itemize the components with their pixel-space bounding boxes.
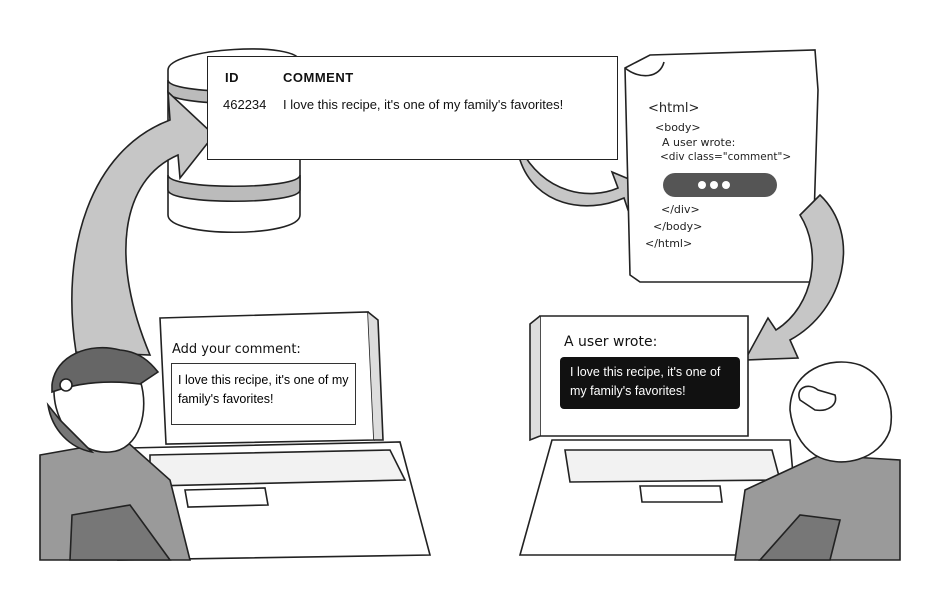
dot-icon bbox=[710, 181, 718, 189]
arrow-to-browser-icon bbox=[743, 193, 845, 361]
code-html-open: <html> bbox=[648, 101, 700, 116]
dot-icon bbox=[698, 181, 706, 189]
html-document-icon bbox=[624, 49, 819, 283]
rendered-comment: I love this recipe, it's one of my famil… bbox=[560, 357, 740, 409]
code-body-close: </body> bbox=[653, 220, 703, 233]
code-body-open: <body> bbox=[655, 121, 701, 134]
user-with-glasses-icon bbox=[734, 361, 901, 561]
code-div-open: <div class="comment"> bbox=[660, 151, 792, 163]
comment-input-field[interactable]: I love this recipe, it's one of my famil… bbox=[171, 363, 356, 425]
user-wrote-heading: A user wrote: bbox=[564, 334, 658, 350]
database-table: ID COMMENT 462234 I love this recipe, it… bbox=[207, 56, 618, 160]
user-with-cap-icon bbox=[39, 346, 192, 561]
comment-prompt-label: Add your comment: bbox=[172, 342, 301, 357]
column-header-comment: COMMENT bbox=[283, 70, 354, 85]
injected-content-placeholder bbox=[663, 173, 777, 197]
row-comment: I love this recipe, it's one of my famil… bbox=[283, 97, 564, 112]
arrow-to-database-icon bbox=[71, 90, 216, 356]
column-header-id: ID bbox=[225, 70, 239, 85]
code-html-close: </html> bbox=[645, 237, 693, 250]
dot-icon bbox=[722, 181, 730, 189]
row-id: 462234 bbox=[223, 97, 267, 112]
code-user-wrote: A user wrote: bbox=[662, 136, 736, 149]
code-div-close: </div> bbox=[661, 203, 700, 216]
